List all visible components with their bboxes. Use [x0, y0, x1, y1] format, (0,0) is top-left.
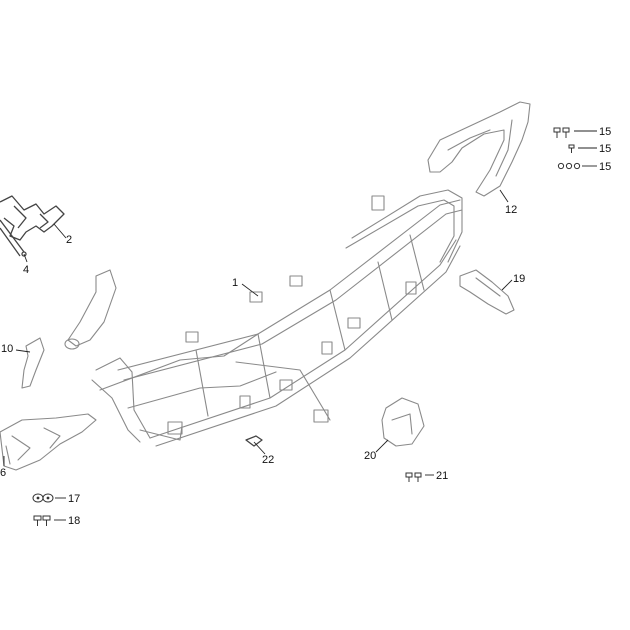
main-frame — [91, 189, 463, 447]
leader-lines — [3, 130, 597, 521]
callout-21: 21 — [436, 470, 448, 482]
callout-6: 6 — [0, 467, 6, 479]
side-bracket-10 — [21, 337, 45, 389]
callout-labels: 1 2 4 6 10 12 15 15 15 17 18 19 20 21 22 — [0, 126, 611, 527]
washer-15c-icon — [557, 162, 581, 170]
bracket-19 — [459, 269, 515, 315]
front-down-tube — [64, 269, 117, 350]
callout-4: 4 — [23, 264, 29, 276]
callout-15c: 15 — [599, 161, 611, 173]
callout-20: 20 — [364, 450, 376, 462]
rod-part — [0, 219, 27, 257]
screw-15b-icon — [568, 144, 575, 153]
hardware-group — [32, 127, 581, 526]
callout-1: 1 — [232, 277, 238, 289]
screw-18-icon — [33, 515, 51, 526]
callout-17: 17 — [68, 493, 80, 505]
callout-15b: 15 — [599, 143, 611, 155]
screw-21-icon — [405, 472, 422, 482]
callout-15a: 15 — [599, 126, 611, 138]
small-clip-22 — [245, 435, 263, 447]
washer-17-icon — [32, 493, 54, 503]
callout-22: 22 — [262, 454, 274, 466]
callout-12: 12 — [505, 204, 517, 216]
callout-10: 10 — [1, 343, 13, 355]
bracket-20 — [381, 397, 425, 447]
callout-2: 2 — [66, 234, 72, 246]
rear-grab-rail — [427, 101, 531, 197]
screw-15a-icon — [553, 127, 570, 138]
footrest-plate — [0, 413, 97, 471]
callout-18: 18 — [68, 515, 80, 527]
callout-19: 19 — [513, 273, 525, 285]
